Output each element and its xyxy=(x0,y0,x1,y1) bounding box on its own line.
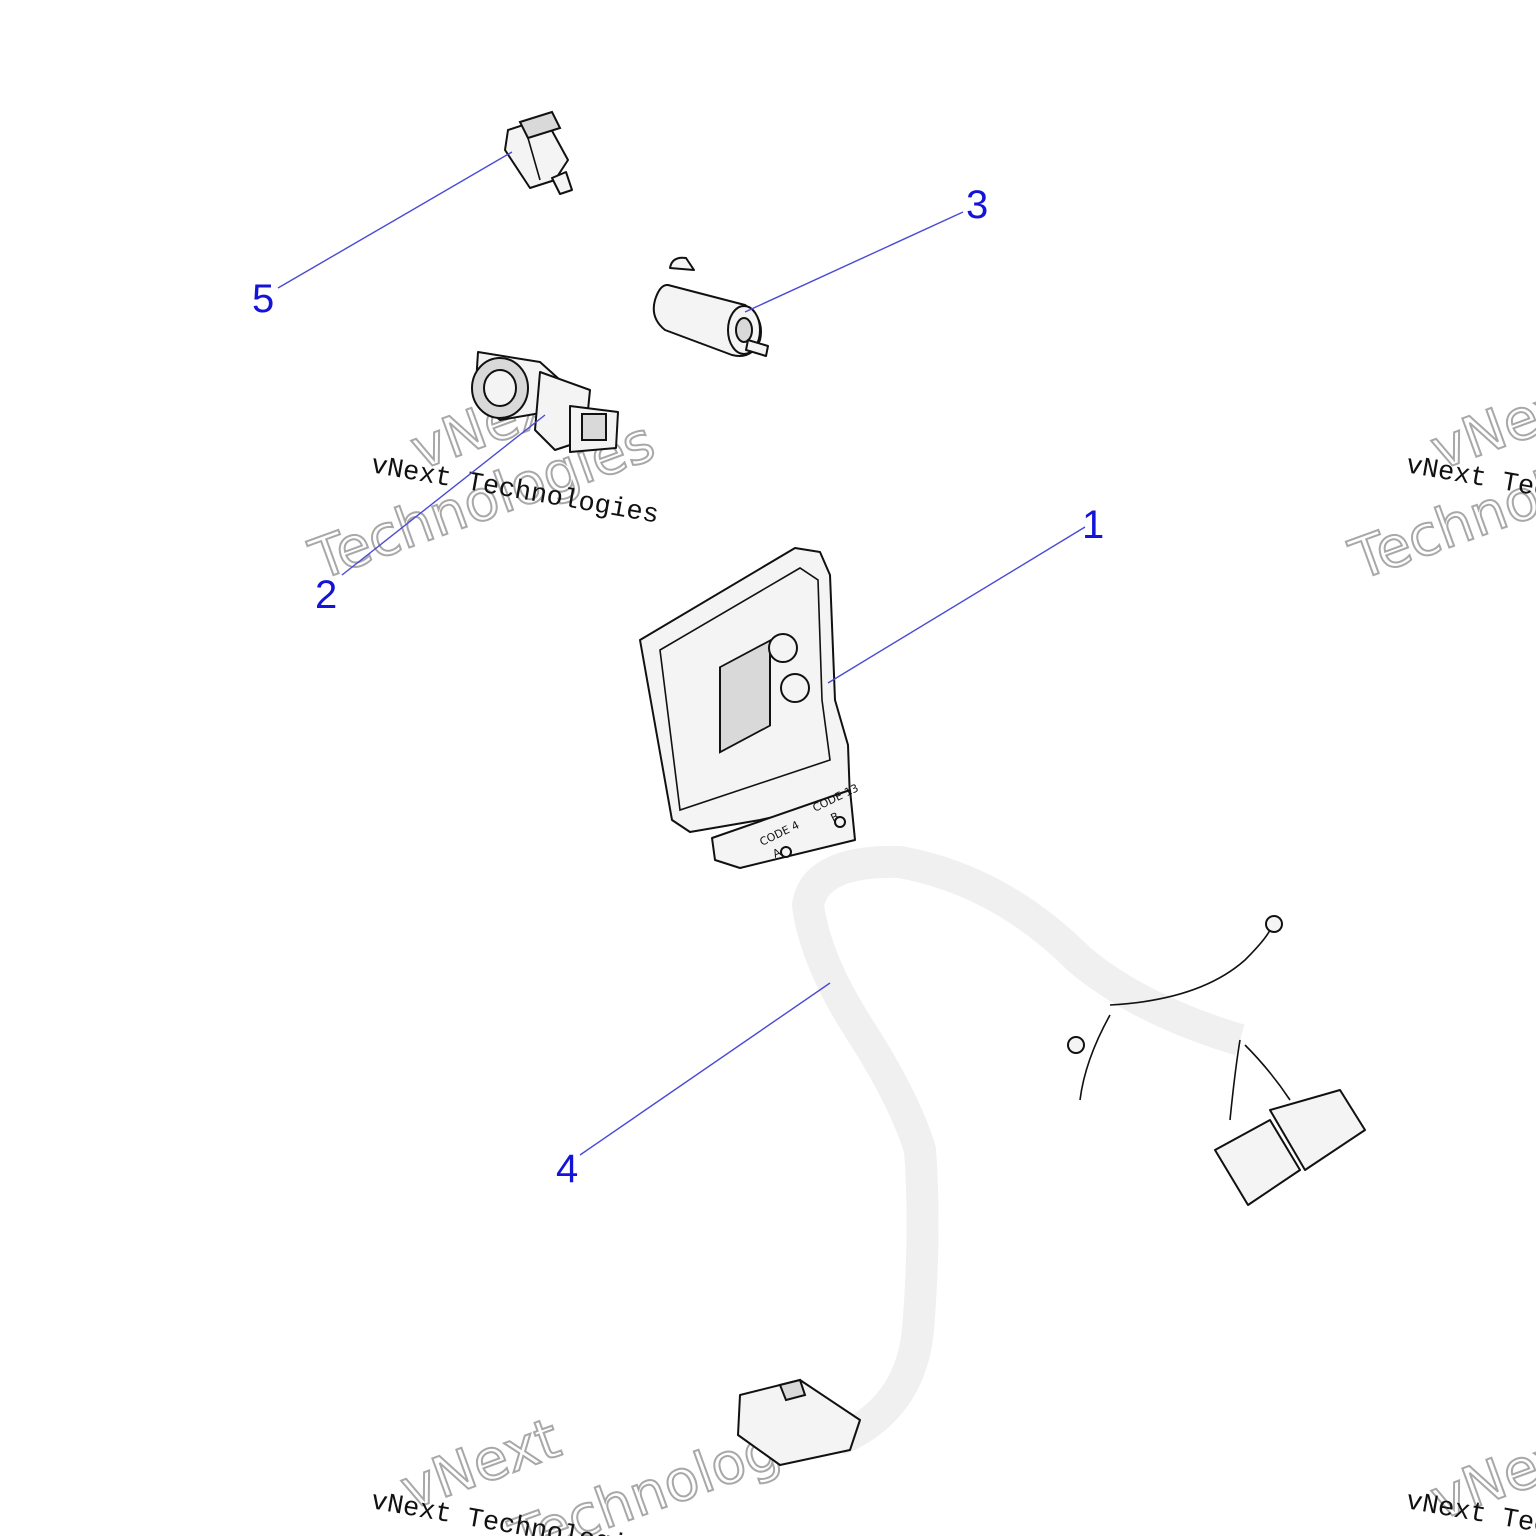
leader-line-4 xyxy=(579,982,831,1156)
callout-5[interactable]: 5 xyxy=(252,277,274,321)
harness-connector-b xyxy=(1269,1089,1366,1171)
watermark-top-right: vNext Technologies vNext Technologies xyxy=(1341,365,1536,594)
part-4-harness[interactable] xyxy=(737,845,1366,1466)
leader-line-5 xyxy=(277,151,513,289)
callout-2[interactable]: 2 xyxy=(315,573,337,617)
part-3-lock[interactable] xyxy=(652,256,769,357)
part-2-ignition-switch[interactable] xyxy=(471,351,619,453)
part-1-ecu[interactable]: CODE 4 A CODE 13 B xyxy=(639,547,861,869)
leader-line-2 xyxy=(341,414,546,576)
ecu-port-lower xyxy=(780,673,810,703)
ecu-label-window xyxy=(719,639,771,754)
harness-connector-a xyxy=(1214,1119,1301,1206)
ecu-port-upper xyxy=(768,633,798,663)
callout-3[interactable]: 3 xyxy=(966,183,988,227)
watermark-bottom-right: vNext vNext Technologies xyxy=(1403,1415,1536,1536)
part-5-switch[interactable] xyxy=(504,110,573,195)
leader-line-3 xyxy=(744,211,964,313)
callout-4[interactable]: 4 xyxy=(556,1147,578,1191)
callout-1[interactable]: 1 xyxy=(1082,503,1104,547)
leader-line-1 xyxy=(827,526,1086,684)
